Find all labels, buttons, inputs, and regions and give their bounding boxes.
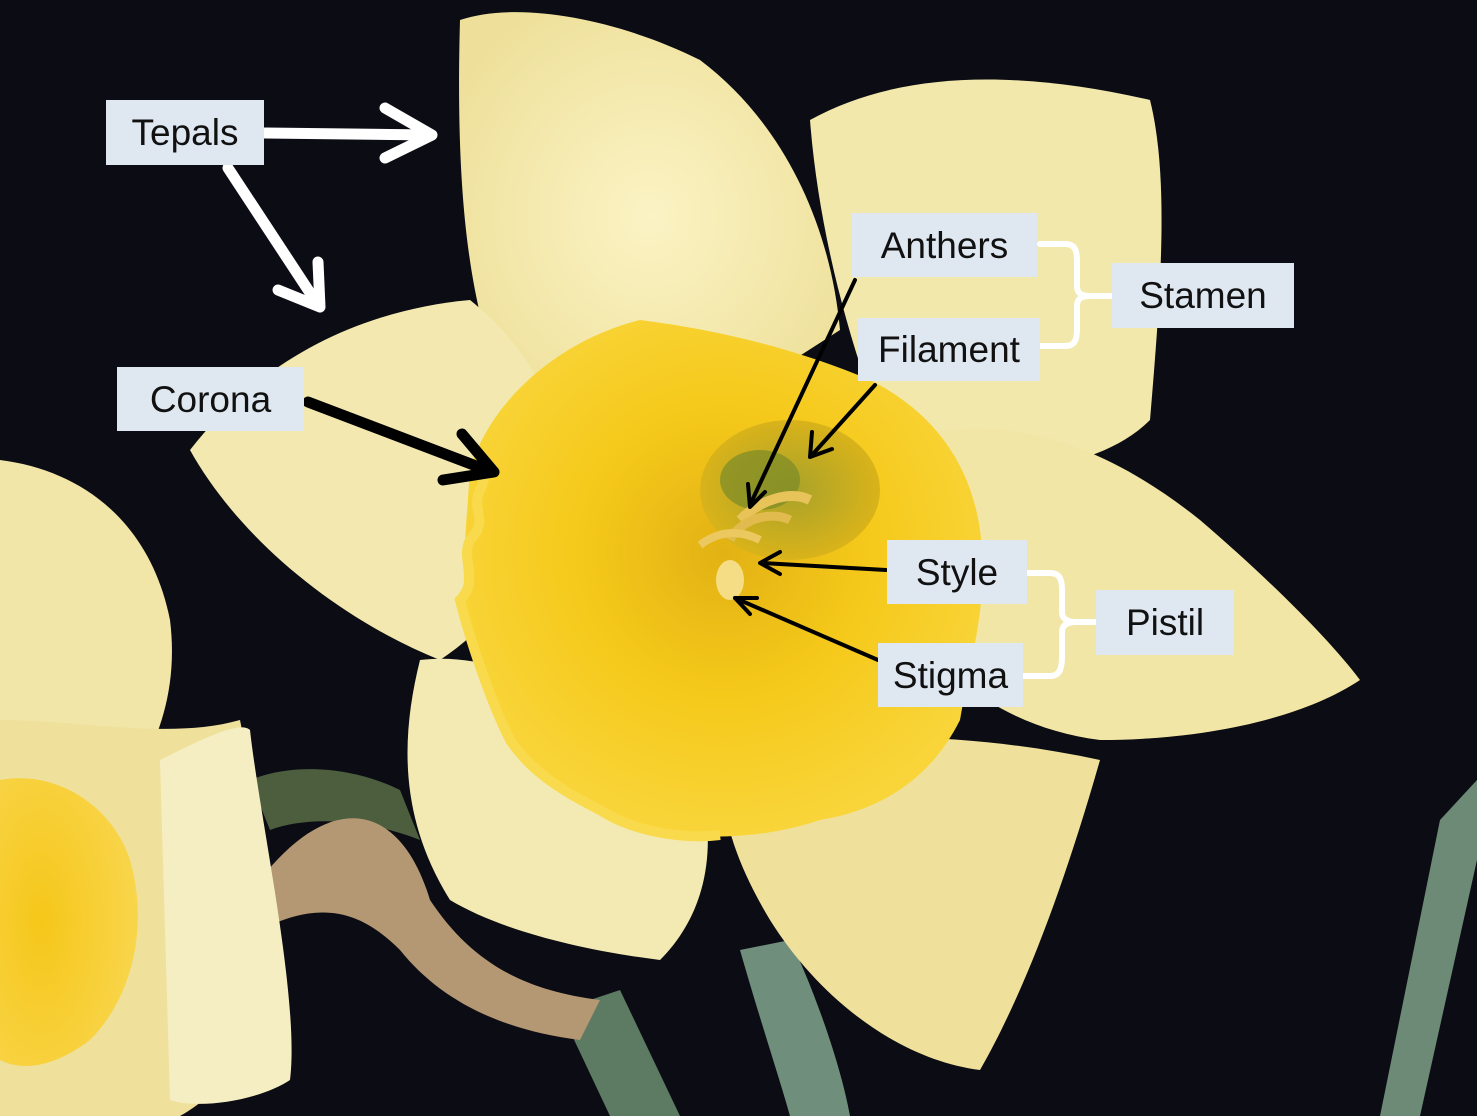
- label-style: Style: [887, 540, 1027, 604]
- corona-arrow: [302, 396, 500, 486]
- label-corona: Corona: [117, 367, 304, 431]
- brackets: [1021, 241, 1115, 679]
- part-pointer-arrows: [733, 278, 888, 662]
- flower-reproductive-parts: [697, 491, 813, 600]
- label-stigma: Stigma: [878, 643, 1023, 707]
- label-pistil: Pistil: [1096, 590, 1234, 655]
- label-tepals: Tepals: [106, 100, 264, 165]
- stems: [250, 769, 1477, 1116]
- label-filament: Filament: [858, 318, 1040, 381]
- left-daffodil: [0, 460, 292, 1116]
- tepals-arrows: [222, 102, 438, 313]
- label-anthers: Anthers: [852, 213, 1037, 277]
- label-stamen: Stamen: [1112, 263, 1294, 328]
